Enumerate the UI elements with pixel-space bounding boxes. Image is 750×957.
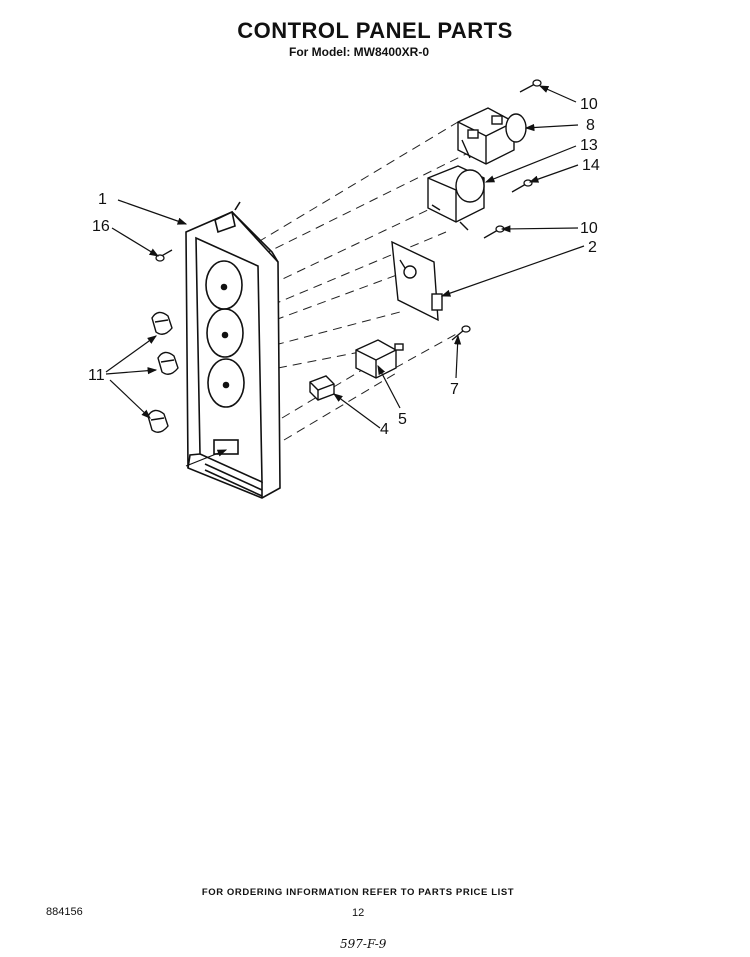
callout-5: 5 <box>398 411 407 428</box>
callout-16: 16 <box>92 218 110 235</box>
motor-part-13 <box>427 165 485 231</box>
callout-10-lower: 10 <box>580 220 598 237</box>
page-title: CONTROL PANEL PARTS <box>237 18 513 43</box>
callout-1: 1 <box>98 191 107 208</box>
document-number: 884156 <box>46 906 83 918</box>
assembly-lines <box>257 121 471 441</box>
callout-4: 4 <box>380 421 389 438</box>
callout-11: 11 <box>88 367 105 384</box>
handwritten-note: 597-F-9 <box>340 937 387 951</box>
screw-part-14 <box>511 179 533 193</box>
knob-opening-2 <box>206 308 244 358</box>
knob-opening-3 <box>207 358 245 408</box>
callout-7: 7 <box>450 381 459 398</box>
callout-10-upper: 10 <box>580 96 598 113</box>
bracket-part-2 <box>391 240 443 322</box>
timer-part-8 <box>457 107 527 165</box>
callout-14: 14 <box>582 157 600 174</box>
knob-part-11 <box>147 311 179 433</box>
callout-8: 8 <box>586 117 595 134</box>
ordering-note: FOR ORDERING INFORMATION REFER TO PARTS … <box>201 887 515 898</box>
leader-arrows <box>105 85 585 467</box>
page-number: 12 <box>352 907 365 919</box>
model-subtitle: For Model: MW8400XR-0 <box>288 45 429 59</box>
screw-part-16 <box>155 249 173 262</box>
callout-2: 2 <box>588 239 597 256</box>
screw-part-7 <box>451 325 471 341</box>
button-part-4 <box>309 375 335 401</box>
screw-part-10-lower <box>483 225 505 239</box>
control-panel-part-1 <box>185 201 281 499</box>
callout-13: 13 <box>580 137 598 154</box>
screw-part-10-upper <box>519 79 542 93</box>
switch-part-5 <box>355 339 404 379</box>
